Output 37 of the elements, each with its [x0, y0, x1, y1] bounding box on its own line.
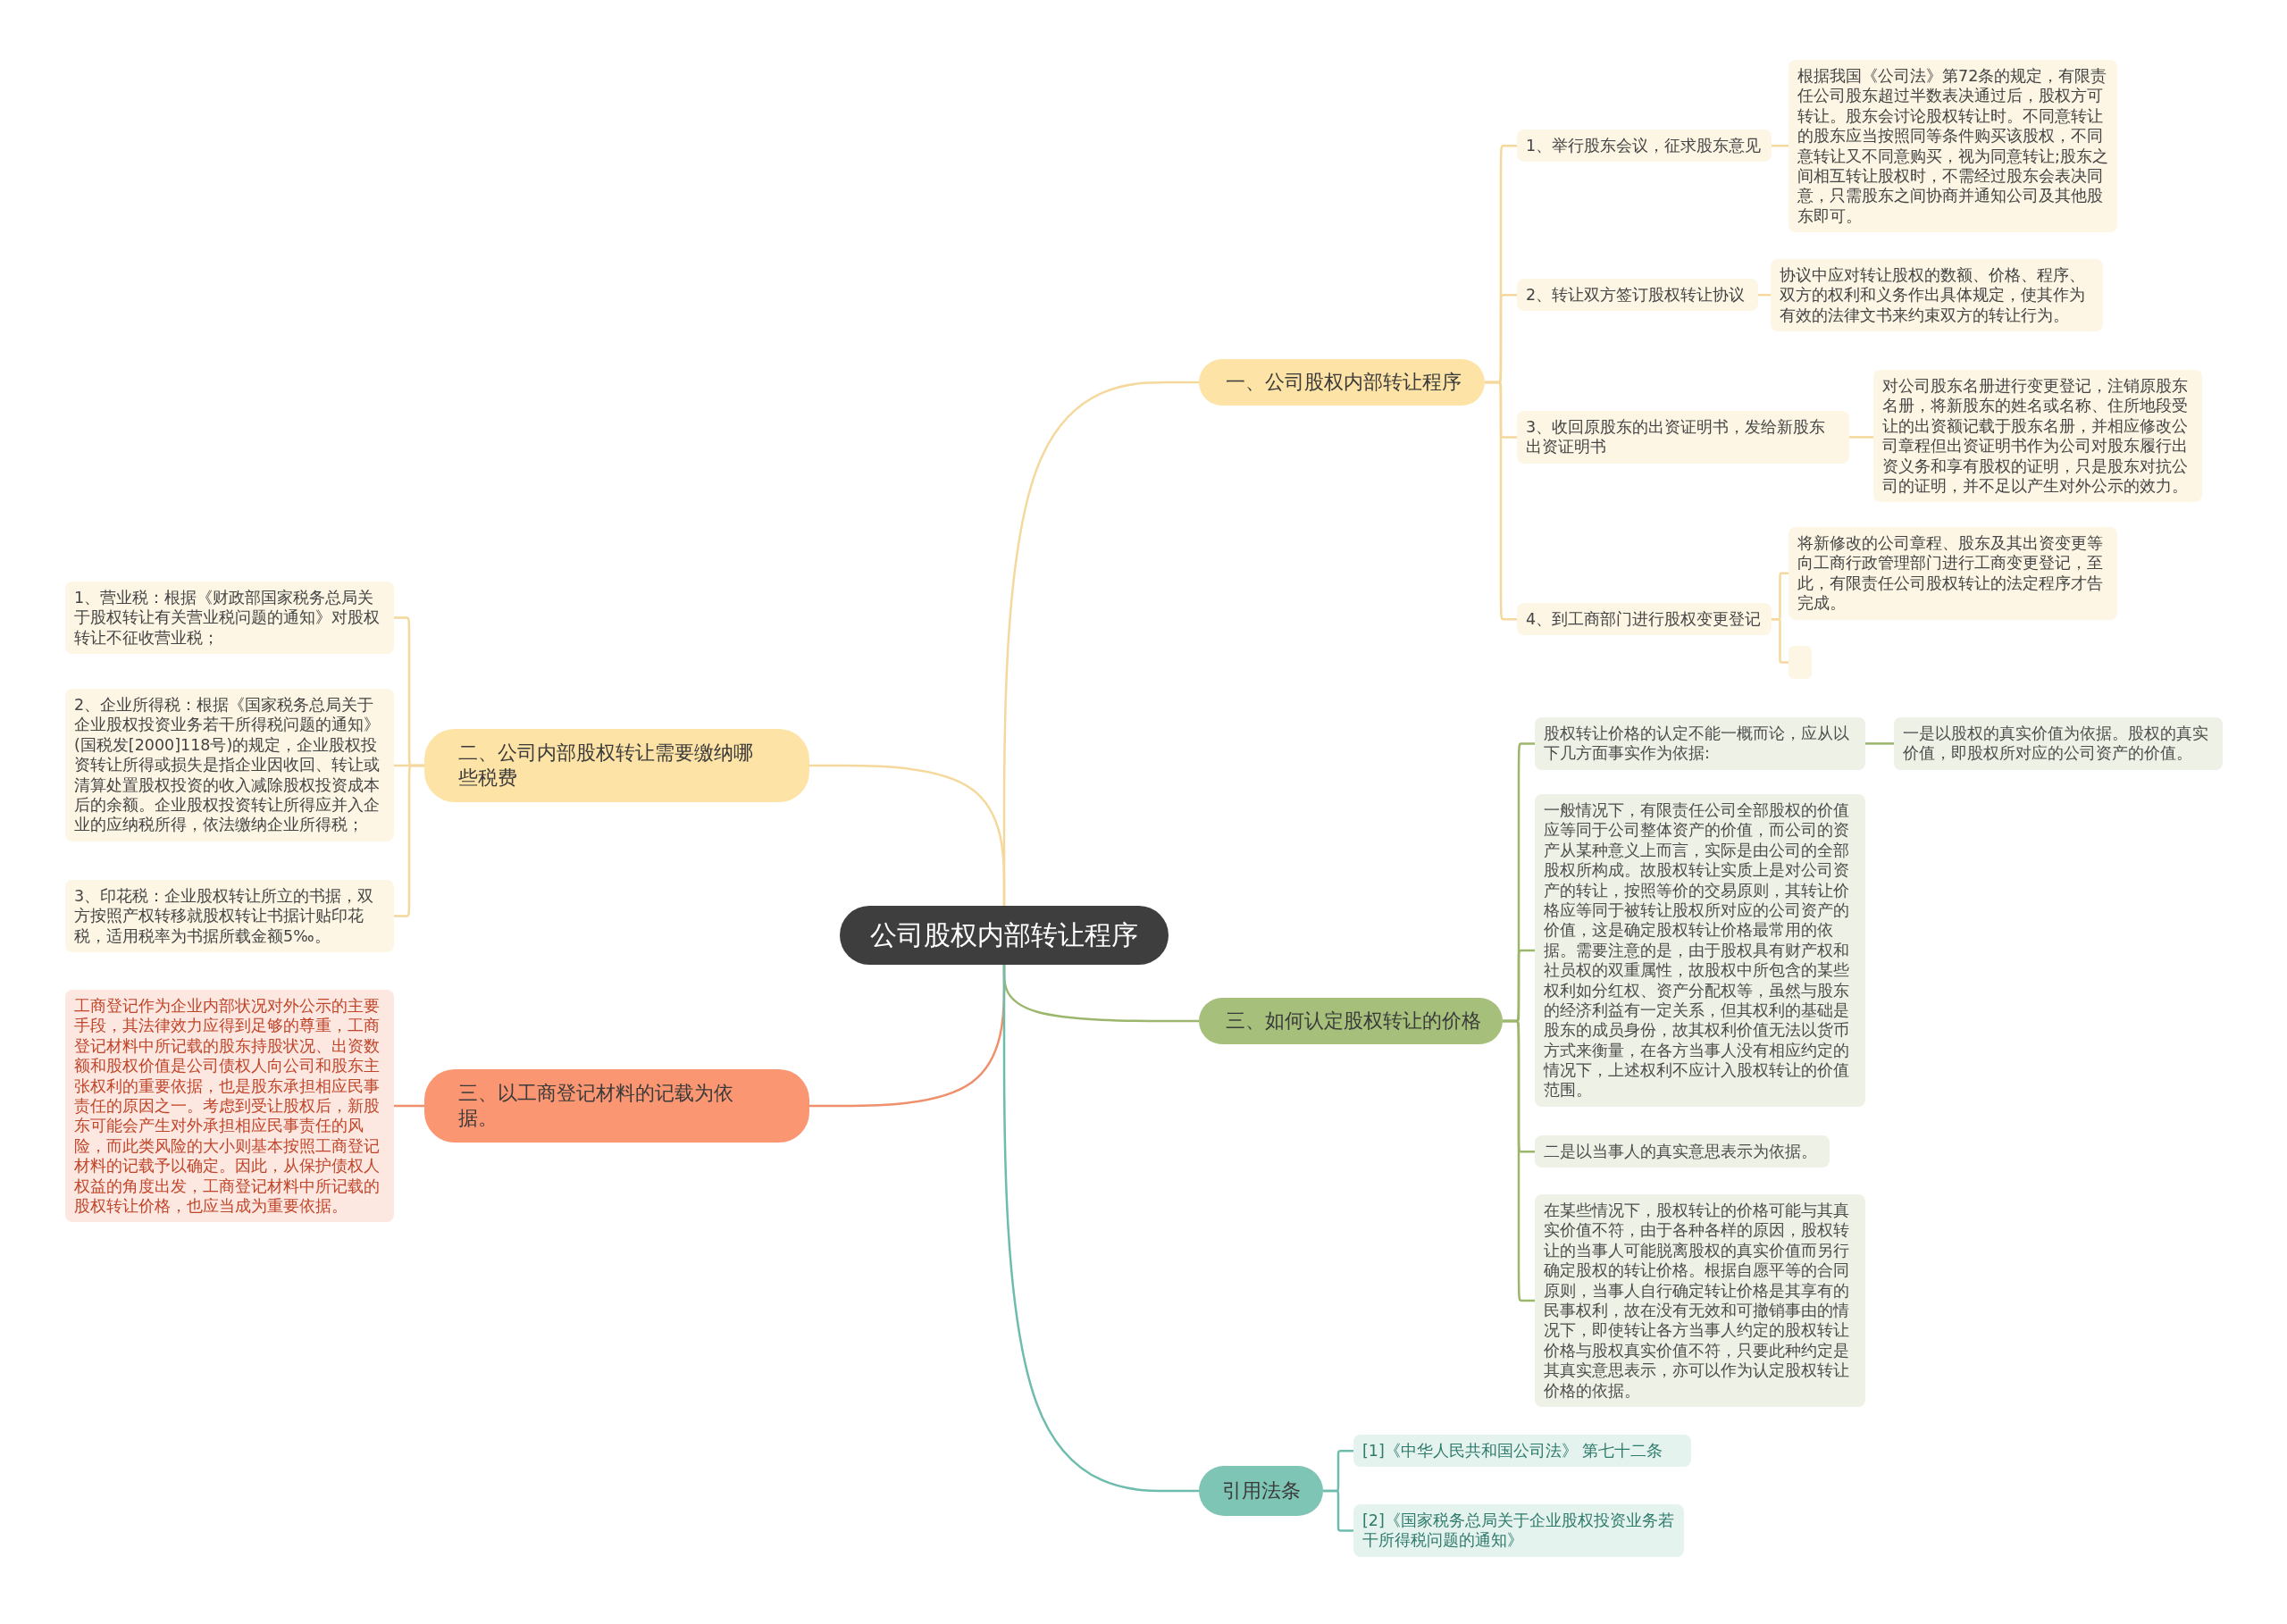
main-topic: 引用法条 — [1199, 1466, 1323, 1516]
subtopic: 股权转让价格的认定不能一概而论，应从以下几方面事实作为依据: — [1535, 717, 1865, 770]
subtopic: 4、到工商部门进行股权变更登记 — [1517, 603, 1772, 636]
connector-line — [1865, 742, 1894, 745]
subtopic: [2]《国家税务总局关于企业股权投资业务若干所得税问题的通知》 — [1353, 1504, 1684, 1557]
central-topic: 公司股权内部转让程序 — [840, 906, 1169, 965]
main-topic: 三、如何认定股权转让的价格 — [1199, 998, 1503, 1044]
connector-line — [809, 764, 1006, 906]
subtopic: 协议中应对转让股权的数额、价格、程序、双方的权利和义务作出具体规定，使其作为有效的法律文书来约束双方的转让行为。 — [1771, 259, 2103, 332]
subtopic: 2、转让双方签订股权转让协议 — [1517, 279, 1758, 312]
subtopic: 一般情况下，有限责任公司全部股权的价值应等同于公司整体资产的价值，而公司的资产从某种意义上而言，实际是由公司的全部股权所构成。故股权转让实质上是对公司资产的转让，按照等价的交易原则，其转让价格应等同于被转让股权所对应的公司资产的价值，这是确定股权转让价格最常用的依据。需要注意的是，由于股权具有财产权和社员权的双重属性，故股权中所包含的某些权利如分红权、资产分配权等，虽然与股东的经济利益有一定关系，但其权利的基础是股东的成员身份，故其权利价值无法以货币方式来衡量，在各方当事人没有相应约定的情况下，上述权利不应计入股权转让的价值范围。 — [1535, 794, 1865, 1107]
subtopic: 3、收回原股东的出资证明书，发给新股东出资证明书 — [1517, 411, 1849, 464]
subtopic: 根据我国《公司法》第72条的规定，有限责任公司股东超过半数表决通过后，股权方可转让。股东会讨论股权转让时。不同意转让的股东应当按照同等条件购买该股权，不同意转让又不同意购买，视为同意转让;股东之间相互转让股权时，不需经过股东会表决同意，只需股东之间协商并通知公司及其他股东即可。 — [1789, 60, 2117, 233]
subtopic: 2、企业所得税：根据《国家税务总局关于企业股权投资业务若干所得税问题的通知》(国税发[2000]118号)的规定，企业股权投资转让所得或损失是指企业因收回、转让或清算处置股权投资的收入减除股权投资成本后的余额。企业股权投资转让所得应并入企业的应纳税所得，依法缴纳企业所得税； — [65, 689, 394, 841]
subtopic: 1、营业税：根据《财政部国家税务总局关于股权转让有关营业税问题的通知》对股权转让不征收营业税； — [65, 582, 394, 655]
subtopic: 对公司股东名册进行变更登记，注销原股东名册，将新股东的姓名或名称、住所地段受让的出资额记载于股东名册，并相应修改公司章程但出资证明书作为公司对股东履行出资义务和享有股权的证明，只是股东对抗公司的证明，并不足以产生对外公示的效力。 — [1873, 370, 2202, 503]
connector-line — [1772, 144, 1789, 147]
subtopic: 1、举行股东会议，征求股东意见 — [1517, 130, 1772, 163]
subtopic: 工商登记作为企业内部状况对外公示的主要手段，其法律效力应得到足够的尊重，工商登记材料中所记载的股东持股状况、出资数额和股权价值是公司债权人向公司和股东主张权利的重要依据，也是股东承担相应民事责任的原因之一。考虑到受让股权后，新股东可能会产生对外承担相应民事责任的风险，而此类风险的大小则基本按照工商登记材料的记载予以确定。因此，从保护债权人权益的角度出发，工商登记材料中所记载的股权转让价格，也应当成为重要依据。 — [65, 990, 394, 1223]
subtopic: 二是以当事人的真实意思表示为依据。 — [1535, 1135, 1830, 1168]
connector-line — [1503, 1019, 1535, 1302]
connector-line — [1002, 965, 1199, 1493]
connector-line — [1485, 381, 1517, 621]
subtopic: 3、印花税：企业股权转让所立的书据，双方按照产权转移就股权转让书据计贴印花税，适用税率为书据所载金额5‰。 — [65, 880, 394, 953]
subtopic: 一是以股权的真实价值为依据。股权的真实价值，即股权所对应的公司资产的价值。 — [1894, 717, 2223, 770]
connector-line — [1323, 1489, 1353, 1532]
subtopic: 将新修改的公司章程、股东及其出资变更等向工商行政管理部门进行工商变更登记，至此，有限责任公司股权转让的法定程序才告完成。 — [1789, 527, 2117, 620]
connector-line — [394, 764, 424, 917]
main-topic: 一、公司股权内部转让程序 — [1199, 359, 1485, 406]
subtopic: [1]《中华人民共和国公司法》 第七十二条 — [1353, 1435, 1691, 1468]
empty-box — [1789, 646, 1812, 679]
connector-line — [1772, 617, 1789, 664]
connector-line — [394, 1104, 424, 1108]
main-topic: 三、以工商登记材料的记载为依据。 — [424, 1069, 809, 1143]
connector-line — [1849, 436, 1873, 439]
subtopic: 在某些情况下，股权转让的价格可能与其真实价值不符，由于各种各样的原因，股权转让的当事人可能脱离股权的真实价值而另行确定股权的转让价格。根据自愿平等的合同原则，当事人自行确定转让价格是其享有的民事权利，故在没有无效和可撤销事由的情况下，即使转让各方当事人约定的股权转让价格与股权真实价值不符，只要此种约定是其真实意思表示，亦可以作为认定股权转让价格的依据。 — [1535, 1194, 1865, 1407]
main-topic: 二、公司内部股权转让需要缴纳哪些税费 — [424, 729, 809, 802]
